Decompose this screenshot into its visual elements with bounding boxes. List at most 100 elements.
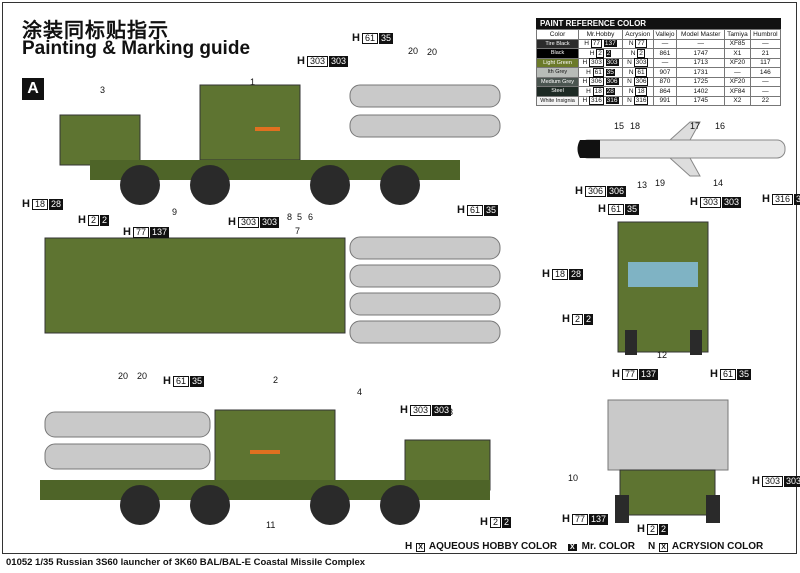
- callout-prefix: H: [480, 516, 488, 528]
- callout-prefix: H: [752, 475, 760, 487]
- callout-prefix: H: [123, 226, 131, 238]
- legend-aqueous-label: AQUEOUS HOBBY COLOR: [428, 541, 558, 552]
- paint-reference-table: PAINT REFERENCE COLOR Color Mr.Hobby Acr…: [535, 18, 782, 106]
- callout-prefix: H: [562, 313, 570, 325]
- callout-prefix: H: [710, 368, 718, 380]
- humbrol-code: —: [749, 86, 782, 97]
- callout-prefix: H: [163, 375, 171, 387]
- callout-prefix: H: [352, 32, 360, 44]
- callout-aqueous-code: 61: [719, 368, 736, 380]
- rear-view: [607, 399, 729, 523]
- callout-mr-color-code: 28: [48, 198, 63, 210]
- callout-prefix: H: [400, 404, 408, 416]
- callout-mr-color-code: 137: [149, 226, 169, 238]
- callout-prefix: H: [78, 214, 86, 226]
- model-master-code: —: [676, 38, 726, 49]
- model-master-code: 1402: [676, 86, 726, 97]
- tamiya-code: X1: [724, 48, 751, 59]
- callout-mr-color-code: 303: [431, 404, 452, 416]
- part-number: 16: [715, 121, 726, 131]
- acrysion-code: N 61: [621, 67, 654, 78]
- part-number: 17: [690, 121, 701, 131]
- part-number: 2: [273, 375, 279, 385]
- humbrol-code: 21: [749, 48, 782, 59]
- callout-aqueous-code: 77: [621, 368, 638, 380]
- footer-caption: 01052 1/35 Russian 3S60 launcher of 3K60…: [6, 557, 366, 568]
- tamiya-code: X2: [724, 95, 751, 106]
- missile-detail: [577, 121, 786, 177]
- callout-mr-color-code: 137: [638, 368, 658, 380]
- section-badge: A: [22, 78, 44, 100]
- side-view-bottom: [40, 409, 491, 525]
- callout-mr-color-code: 316: [793, 193, 800, 205]
- callout-mr-color-code: 303: [721, 196, 742, 208]
- mr-hobby-code: H 303 303: [578, 57, 623, 68]
- tamiya-code: XF85: [724, 38, 751, 49]
- callout-mr-color-code: 35: [624, 203, 639, 215]
- mr-hobby-code: H 316 316: [578, 95, 623, 106]
- callout-aqueous-code: 316: [771, 193, 793, 205]
- side-view-top: [59, 84, 501, 205]
- color-swatch: White Insignia: [535, 95, 580, 106]
- mr-hobby-code: H 18 28: [578, 86, 623, 97]
- callout-aqueous-code: 303: [409, 404, 431, 416]
- callout-prefix: H: [598, 203, 606, 215]
- humbrol-code: —: [749, 76, 782, 87]
- callout-mr-color-code: 35: [378, 32, 393, 44]
- col-vallejo: Vallejo: [652, 29, 678, 40]
- acrysion-code: N 316: [621, 95, 654, 106]
- color-swatch: Medium Grey: [535, 76, 580, 87]
- legend-mr-color-label: Mr. COLOR: [581, 541, 636, 552]
- col-humbrol: Humbrol: [749, 29, 782, 40]
- callout-aqueous-code: 77: [571, 513, 588, 525]
- vallejo-code: 907: [652, 67, 678, 78]
- part-number: 8: [287, 212, 293, 222]
- part-number: 11: [266, 520, 276, 530]
- vallejo-code: 991: [652, 95, 678, 106]
- vallejo-code: 861: [652, 48, 678, 59]
- col-model-master: Model Master: [676, 29, 726, 40]
- callout-prefix: H: [22, 198, 30, 210]
- part-number: 5: [297, 212, 303, 222]
- callout-mr-color-code: 303: [783, 475, 800, 487]
- model-master-code: 1731: [676, 67, 726, 78]
- vallejo-code: —: [652, 57, 678, 68]
- callout-prefix: H: [297, 55, 305, 67]
- part-number: 18: [630, 121, 641, 131]
- callout-aqueous-code: 303: [237, 216, 259, 228]
- callout-mr-color-code: 35: [483, 204, 498, 216]
- part-number: 3: [100, 85, 106, 95]
- color-swatch: Black: [535, 48, 580, 59]
- callout-aqueous-code: 61: [466, 204, 483, 216]
- vallejo-code: 870: [652, 76, 678, 87]
- part-number: 19: [655, 178, 666, 188]
- tamiya-code: XF84: [724, 86, 751, 97]
- callout-mr-color-code: 2: [583, 313, 593, 325]
- acrysion-code: N 18: [621, 86, 654, 97]
- callout-mr-color-code: 35: [189, 375, 204, 387]
- part-number: 7: [295, 226, 301, 236]
- callout-aqueous-code: 303: [761, 475, 783, 487]
- tamiya-code: —: [724, 67, 751, 78]
- part-number: 1: [250, 77, 256, 87]
- part-number: 20: [408, 46, 419, 56]
- part-number: 9: [172, 207, 178, 217]
- callout-prefix: H: [612, 368, 620, 380]
